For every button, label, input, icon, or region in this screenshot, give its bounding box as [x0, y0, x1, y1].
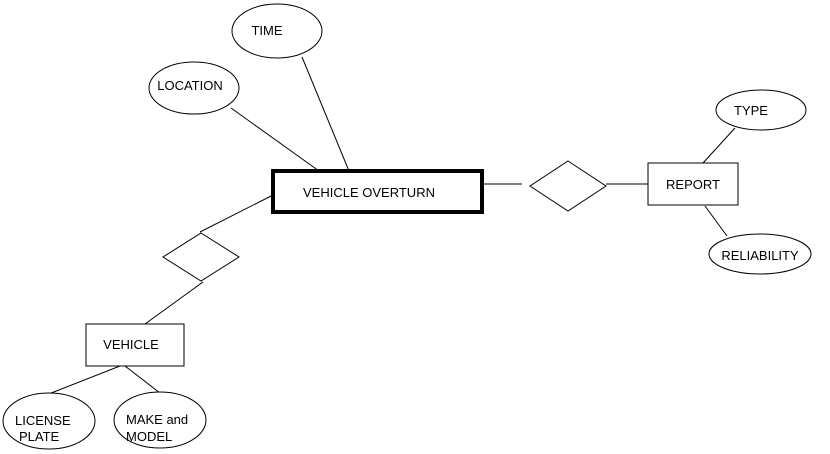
relationship-diamond-vehicle — [162, 232, 240, 282]
attribute-make-model: MAKE and MODEL — [113, 391, 207, 449]
entity-vehicle-label: VEHICLE — [103, 337, 159, 352]
entity-vehicle-overturn: VEHICLE OVERTURN — [271, 169, 484, 214]
attribute-license-plate-ellipse — [2, 392, 96, 450]
attribute-reliability-label: RELIABILITY — [721, 248, 799, 263]
line-vehicle-overturn-to-left-relationship — [199, 194, 274, 233]
attribute-license-plate-label: LICENSE PLATE — [15, 413, 74, 444]
attribute-time-ellipse — [231, 3, 323, 59]
attribute-license-plate-line-1: LICENSE — [15, 413, 71, 428]
entity-vehicle: VEHICLE — [85, 323, 185, 367]
attribute-license-plate-line-2: PLATE — [19, 429, 60, 444]
relationship-diamond-report — [529, 160, 607, 212]
attribute-reliability: RELIABILITY — [708, 233, 812, 275]
attribute-time-label: TIME — [251, 23, 282, 38]
line-left-relationship-to-vehicle — [144, 281, 204, 325]
line-time-to-vehicle-overturn — [301, 56, 350, 172]
line-vehicle-to-make-model — [124, 365, 161, 394]
attribute-location-label: LOCATION — [157, 78, 223, 93]
entity-report-label: REPORT — [666, 177, 720, 192]
attribute-time: TIME — [231, 3, 323, 59]
attribute-type: TYPE — [715, 89, 807, 131]
line-location-to-vehicle-overturn — [230, 107, 320, 172]
attribute-make-model-line-1: MAKE and — [126, 412, 188, 427]
entity-vehicle-overturn-label: VEHICLE OVERTURN — [303, 185, 435, 200]
connectors — [40, 56, 736, 398]
attribute-make-model-line-2: MODEL — [126, 429, 172, 444]
attribute-type-label: TYPE — [734, 103, 768, 118]
attribute-location: LOCATION — [148, 61, 240, 115]
line-report-to-type — [702, 127, 736, 164]
entity-vehicle-overturn-box — [271, 169, 484, 214]
entity-vehicle-box — [85, 323, 185, 367]
line-report-to-reliability — [704, 205, 728, 237]
attribute-location-ellipse — [148, 61, 240, 115]
attribute-make-model-label: MAKE and MODEL — [126, 412, 192, 444]
entity-report: REPORT — [647, 162, 739, 206]
attribute-type-ellipse — [715, 89, 807, 131]
attribute-reliability-ellipse — [708, 233, 812, 275]
line-vehicle-to-license-plate — [40, 365, 121, 398]
attribute-license-plate: LICENSE PLATE — [2, 392, 96, 450]
attribute-make-model-ellipse — [113, 391, 207, 449]
entity-report-box — [647, 162, 739, 206]
